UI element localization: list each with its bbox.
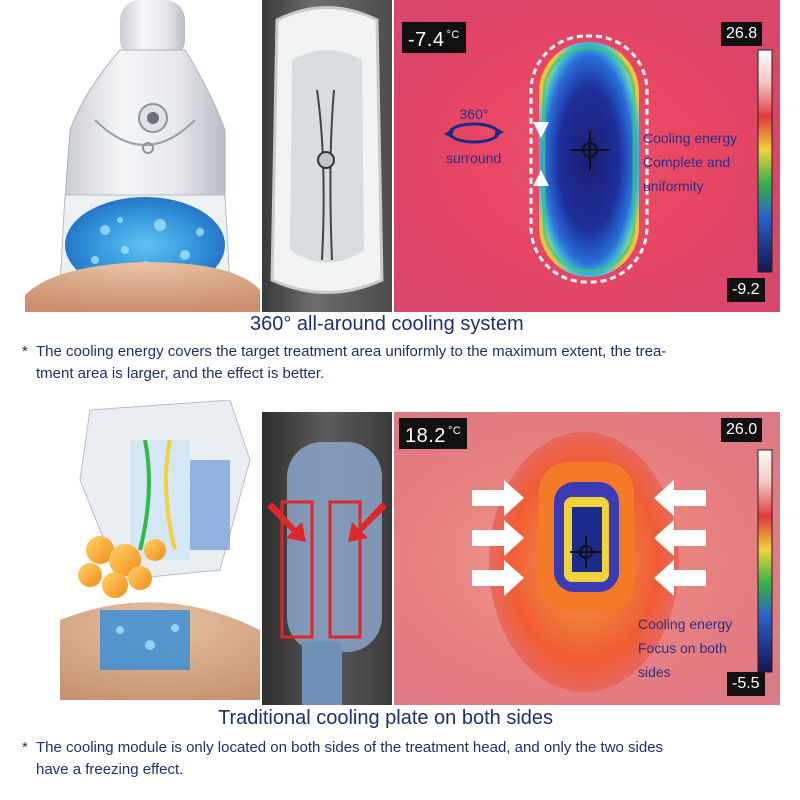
note-line: have a freezing effect. (36, 761, 184, 778)
scale-max-label: 26.0 (721, 418, 763, 442)
thermal-side-drawing (472, 432, 773, 692)
applicator-cup-drawing (270, 6, 384, 294)
arrow-down-icon (533, 122, 549, 138)
note-line: The cooling energy covers the target tre… (36, 343, 667, 360)
cooling-annotation: Cooling energy Complete and uniformity (643, 126, 737, 198)
annotation-line: Cooling energy (643, 130, 738, 146)
scale-min-label: -5.5 (727, 672, 765, 696)
scale-min-label: -9.2 (727, 278, 765, 302)
side-plate-applicator-photo (262, 412, 392, 705)
cooling-annotation: Cooling energy Focus on both sides (638, 612, 732, 684)
thermal-image-360: -7.4°C 26.8 -9.2 360° surround Cooling e… (394, 0, 780, 312)
applicator-360-drawing (25, 0, 260, 312)
thermal-360-drawing (444, 34, 773, 284)
temperature-scale-bar (757, 449, 773, 673)
section1-title: 360° all-around cooling system (250, 313, 524, 335)
crosshair-icon (570, 536, 602, 568)
rotate-arrow-icon (444, 122, 504, 144)
arrow-left-icon (654, 480, 706, 596)
section1-note: * The cooling energy covers the target t… (22, 341, 782, 385)
annotation-line: Focus on both (638, 640, 727, 656)
temperature-scale-bar (757, 49, 773, 273)
current-temperature-readout: 18.2°C (399, 418, 468, 449)
rotation-label-surround: surround (446, 150, 502, 166)
note-line: tment area is larger, and the effect is … (36, 365, 325, 382)
applicator-360-illustration (25, 0, 260, 312)
applicator-cup-photo (262, 0, 392, 312)
arrow-right-icon (472, 480, 524, 596)
note-line: The cooling module is only located on bo… (36, 739, 664, 756)
section2-note: * The cooling module is only located on … (22, 737, 782, 781)
annotation-line: Complete and (643, 154, 731, 170)
note-bullet: * (22, 739, 28, 756)
side-plate-illustration (60, 400, 260, 705)
annotation-line: sides (638, 664, 671, 680)
annotation-line: uniformity (643, 178, 704, 194)
annotation-line: Cooling energy (638, 616, 733, 632)
scale-max-label: 26.8 (721, 22, 763, 46)
current-temperature-readout: -7.4°C (402, 22, 466, 53)
section2-title: Traditional cooling plate on both sides (218, 707, 554, 729)
arrow-red-icon (267, 502, 306, 542)
dashed-outline (529, 34, 649, 284)
crosshair-icon (570, 130, 610, 170)
side-plate-drawing (60, 400, 260, 700)
rotation-label-degrees: 360° (459, 106, 489, 122)
arrow-red-icon (348, 502, 387, 542)
arrow-up-icon (533, 170, 549, 186)
thermal-image-side-plates: 18.2°C 26.0 -5.5 Cooling energy Focus on… (394, 412, 780, 705)
side-plate-photo-drawing (267, 442, 387, 705)
note-bullet: * (22, 343, 28, 360)
